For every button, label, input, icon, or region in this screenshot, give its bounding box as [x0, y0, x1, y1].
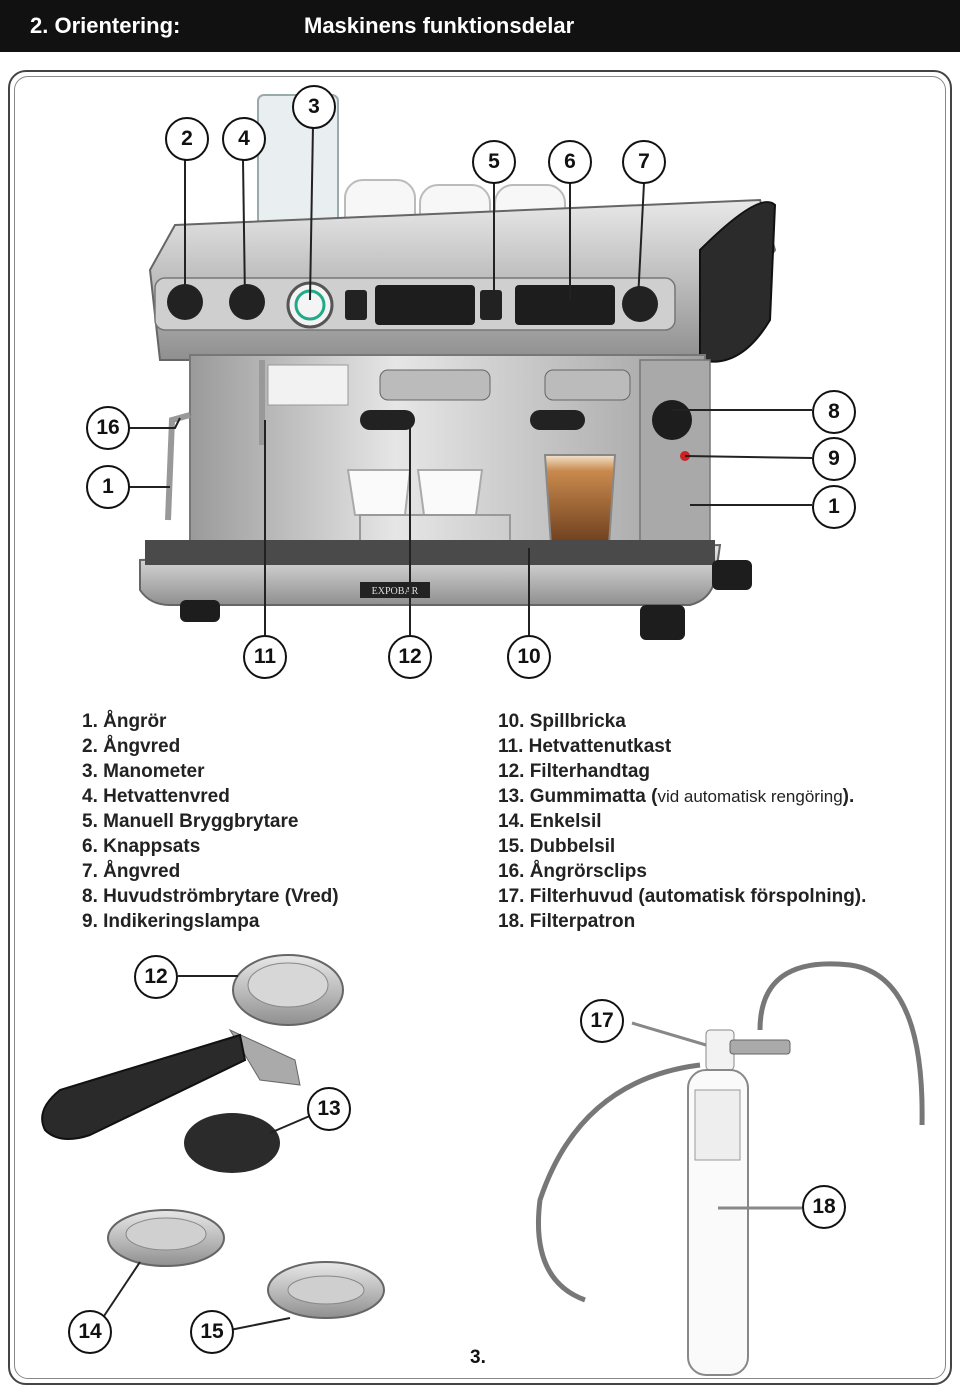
callout-11: 11 — [243, 635, 287, 679]
callout-3: 3 — [292, 85, 336, 129]
legend-item-13: 13. Gummimatta (vid automatisk rengöring… — [498, 784, 866, 809]
legend-item: 8. Huvudströmbrytare (Vred) — [82, 884, 339, 909]
legend-item: 17. Filterhuvud (automatisk förspolning)… — [498, 884, 866, 909]
callout-15: 15 — [190, 1310, 234, 1354]
callout-16: 16 — [86, 406, 130, 450]
legend-item: 15. Dubbelsil — [498, 834, 866, 859]
legend-item: 12. Filterhandtag — [498, 759, 866, 784]
legend-item-13-note: vid automatisk rengöring — [657, 787, 842, 806]
single-basket-illustration — [100, 1210, 224, 1322]
espresso-machine-illustration: EXPOBAR — [140, 95, 775, 640]
legend-item: 1. Ångrör — [82, 709, 339, 734]
callout-14: 14 — [68, 1310, 112, 1354]
callout-2: 2 — [165, 117, 209, 161]
callout-12: 12 — [388, 635, 432, 679]
callout-18: 18 — [802, 1185, 846, 1229]
callout-13: 13 — [307, 1087, 351, 1131]
callout-6: 6 — [548, 140, 592, 184]
legend-item: 7. Ångvred — [82, 859, 339, 884]
callout-9: 9 — [812, 437, 856, 481]
callout-17: 17 — [580, 999, 624, 1043]
legend-right: 10. Spillbricka 11. Hetvattenutkast 12. … — [498, 709, 866, 934]
legend-left: 1. Ångrör 2. Ångvred 3. Manometer 4. Het… — [82, 709, 339, 934]
callout-8: 8 — [812, 390, 856, 434]
callout-7: 7 — [622, 140, 666, 184]
legend-item: 2. Ångvred — [82, 734, 339, 759]
legend-item: 16. Ångrörsclips — [498, 859, 866, 884]
legend-item: 5. Manuell Bryggbrytare — [82, 809, 339, 834]
legend-item: 4. Hetvattenvred — [82, 784, 339, 809]
legend-item-13-main: 13. Gummimatta ( — [498, 786, 657, 807]
brand-plate: EXPOBAR — [372, 586, 419, 597]
callout-4: 4 — [222, 117, 266, 161]
legend-item: 6. Knappsats — [82, 834, 339, 859]
legend-item: 11. Hetvattenutkast — [498, 734, 866, 759]
callout-12-parts: 12 — [134, 955, 178, 999]
legend-item: 18. Filterpatron — [498, 909, 866, 934]
double-basket-illustration — [230, 1262, 384, 1330]
legend-item: 14. Enkelsil — [498, 809, 866, 834]
portafilter-illustration — [42, 955, 343, 1139]
rubber-mat-illustration — [184, 1113, 312, 1173]
legend-item: 10. Spillbricka — [498, 709, 866, 734]
legend-item-13-end: ). — [843, 786, 855, 807]
legend-item: 3. Manometer — [82, 759, 339, 784]
callout-1-left: 1 — [86, 465, 130, 509]
callout-1-right: 1 — [812, 485, 856, 529]
page-number: 3. — [470, 1347, 486, 1369]
callout-10: 10 — [507, 635, 551, 679]
callout-5: 5 — [472, 140, 516, 184]
legend-item: 9. Indikeringslampa — [82, 909, 339, 934]
